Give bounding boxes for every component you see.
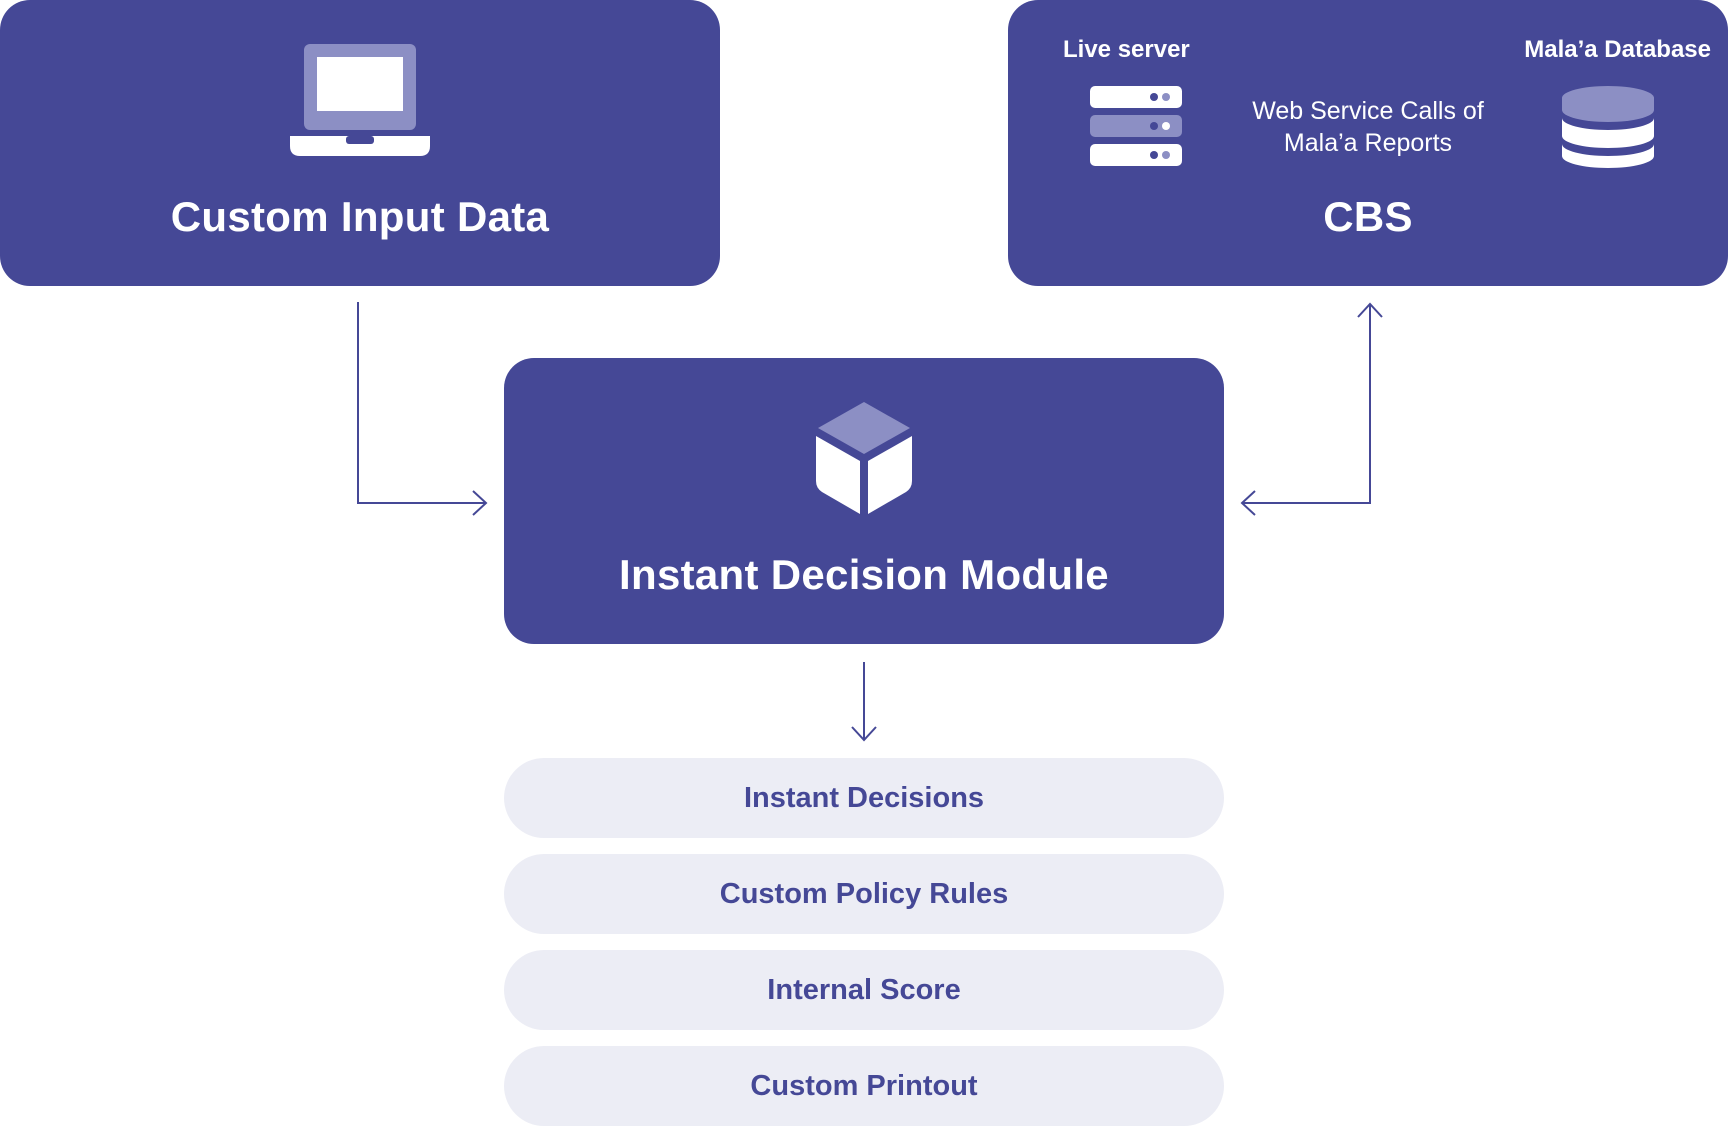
live-server-label: Live server: [1063, 36, 1190, 63]
instant-decision-module-title: Instant Decision Module: [619, 551, 1109, 598]
server-icon: [1090, 86, 1182, 166]
result-internal-score: Internal Score: [504, 950, 1224, 1030]
web-service-text-line1: Web Service Calls of: [1252, 97, 1484, 125]
arrowhead-module-left: [1240, 490, 1256, 516]
arrow-input-to-module: [357, 302, 486, 504]
result-instant-decisions: Instant Decisions: [504, 758, 1224, 838]
arrow-module-to-cbs: [1242, 304, 1371, 504]
arrowhead-cbs-up: [1357, 302, 1383, 318]
database-icon: [1562, 86, 1654, 168]
arrowhead-input-to-module: [472, 490, 488, 516]
cube-icon: [816, 402, 912, 514]
laptop-icon: [290, 44, 430, 156]
result-custom-printout: Custom Printout: [504, 1046, 1224, 1126]
custom-input-data-box: Custom Input Data: [0, 0, 720, 286]
database-label: Mala’a Database: [1524, 36, 1711, 63]
arrowhead-results-down: [851, 726, 877, 742]
result-custom-policy-rules: Custom Policy Rules: [504, 854, 1224, 934]
custom-input-data-title: Custom Input Data: [170, 193, 550, 240]
web-service-text-line2: Mala’a Reports: [1283, 129, 1453, 157]
cbs-title: CBS: [1323, 193, 1413, 240]
